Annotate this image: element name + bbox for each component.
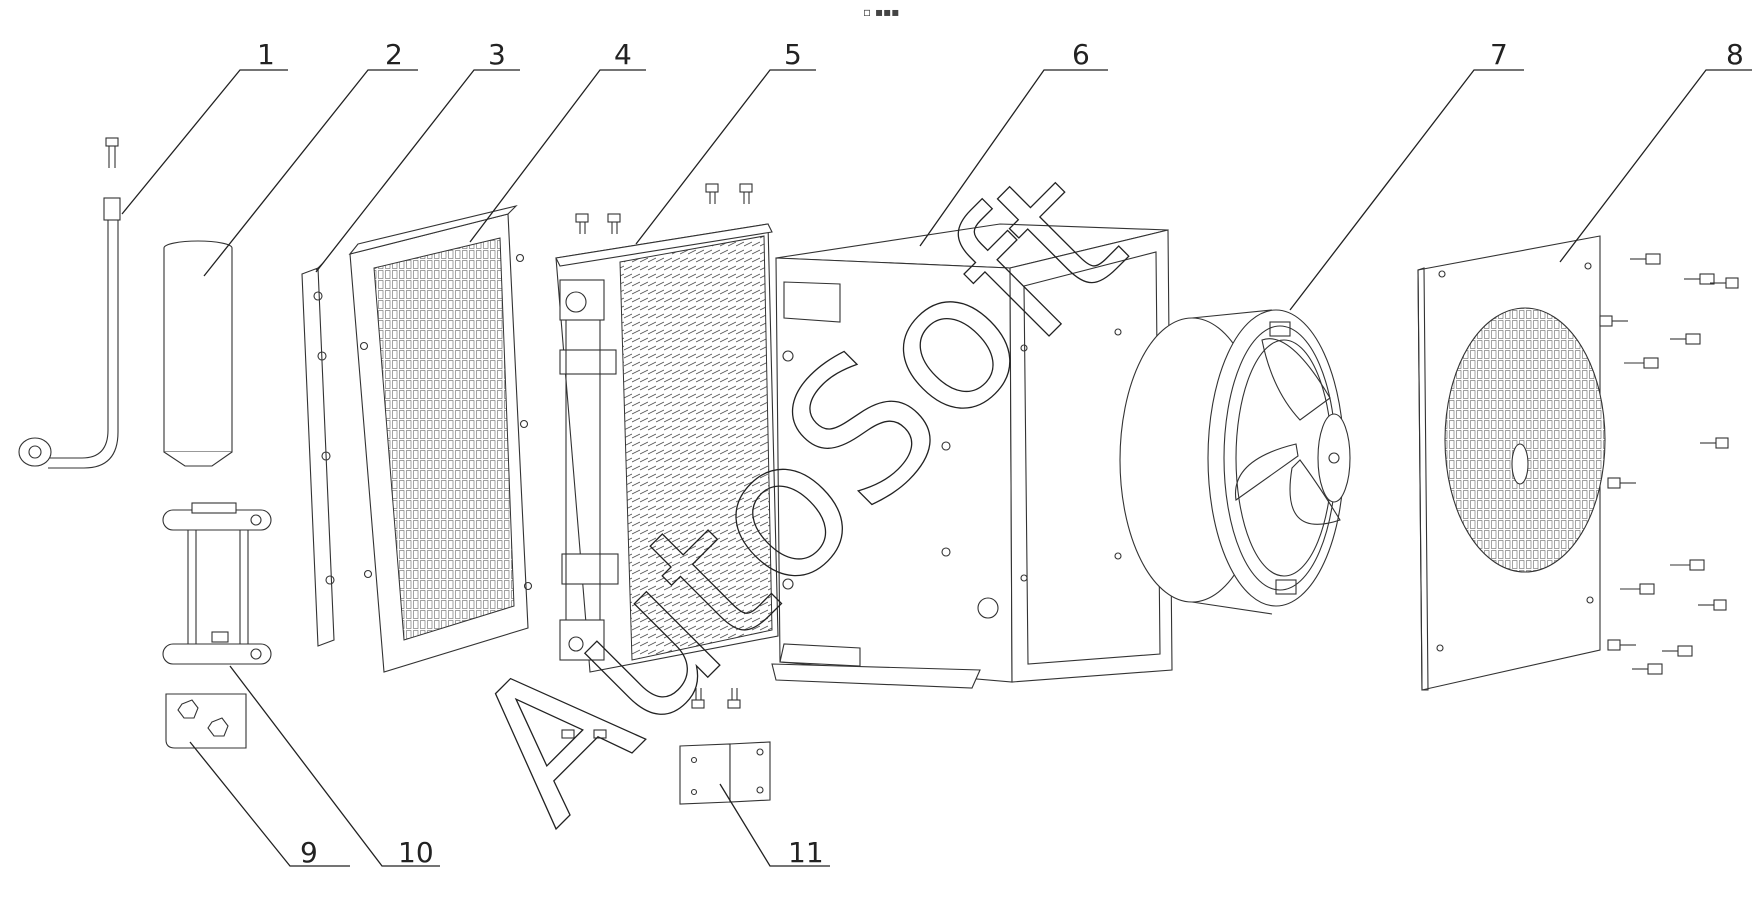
part-4-mesh-frame — [348, 205, 533, 673]
callout-number-5: 5 — [784, 38, 802, 71]
callout-7: 7 — [1289, 38, 1524, 311]
callout-number-11: 11 — [788, 836, 824, 869]
callout-10: 10 — [229, 665, 440, 869]
callout-number-3: 3 — [488, 38, 506, 71]
part-5-condenser — [555, 183, 779, 739]
callout-number-10: 10 — [398, 836, 434, 869]
part-9-plate — [165, 693, 247, 749]
callout-number-9: 9 — [300, 836, 318, 869]
callout-number-2: 2 — [385, 38, 403, 71]
callout-number-1: 1 — [257, 38, 275, 71]
part-2-cylinder — [163, 240, 233, 467]
callout-number-7: 7 — [1490, 38, 1508, 71]
callout-11: 11 — [719, 783, 830, 869]
part-10-clamp — [162, 502, 272, 665]
callout-3: 3 — [315, 38, 520, 273]
part-3-strip — [301, 261, 335, 647]
callout-1: 1 — [121, 38, 288, 215]
callout-number-8: 8 — [1726, 38, 1744, 71]
part-1-pipe — [18, 137, 121, 469]
callout-8: 8 — [1559, 38, 1752, 263]
callout-2: 2 — [203, 38, 418, 277]
callouts: 1 2 3 4 5 6 7 8 — [121, 38, 1752, 869]
part-11-bracket — [679, 741, 771, 805]
callout-6: 6 — [919, 38, 1108, 247]
part-7-fan — [1119, 309, 1351, 615]
callout-5: 5 — [635, 38, 816, 245]
callout-number-4: 4 — [614, 38, 632, 71]
part-6-housing — [771, 223, 1173, 689]
header-dots: ▫ ▪▪▪ — [863, 5, 899, 19]
callout-9: 9 — [189, 741, 350, 869]
callout-4: 4 — [469, 38, 646, 243]
callout-number-6: 6 — [1072, 38, 1090, 71]
part-8-grille-plate — [1417, 235, 1739, 691]
